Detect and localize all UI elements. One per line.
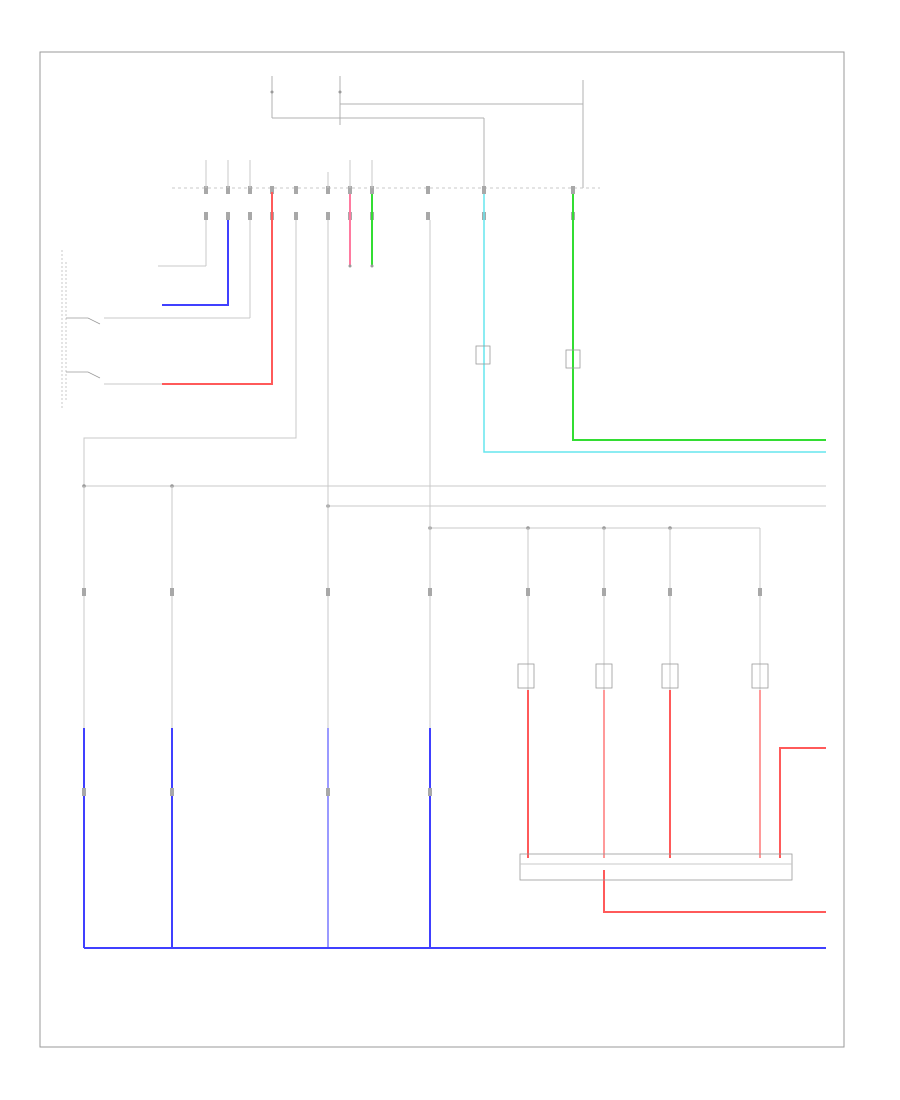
diagram-frame — [39, 51, 845, 1048]
component-labels — [517, 663, 769, 689]
middle-buses — [82, 484, 826, 530]
red-signal-wires — [527, 690, 826, 913]
blue-ground-wires — [82, 728, 826, 949]
red-wire-upper — [162, 192, 273, 385]
green-wire-right — [572, 194, 826, 441]
blue-wire-upper — [162, 220, 229, 306]
component-feeds — [82, 220, 762, 728]
ecu-connector-row — [172, 160, 600, 220]
top-power-feeds — [270, 76, 584, 188]
bottom-junction-block — [519, 853, 793, 881]
left-switch-block — [61, 220, 251, 410]
fuel-sensors — [475, 194, 826, 453]
ground-lead — [83, 220, 297, 486]
cyan-wire — [483, 194, 826, 453]
